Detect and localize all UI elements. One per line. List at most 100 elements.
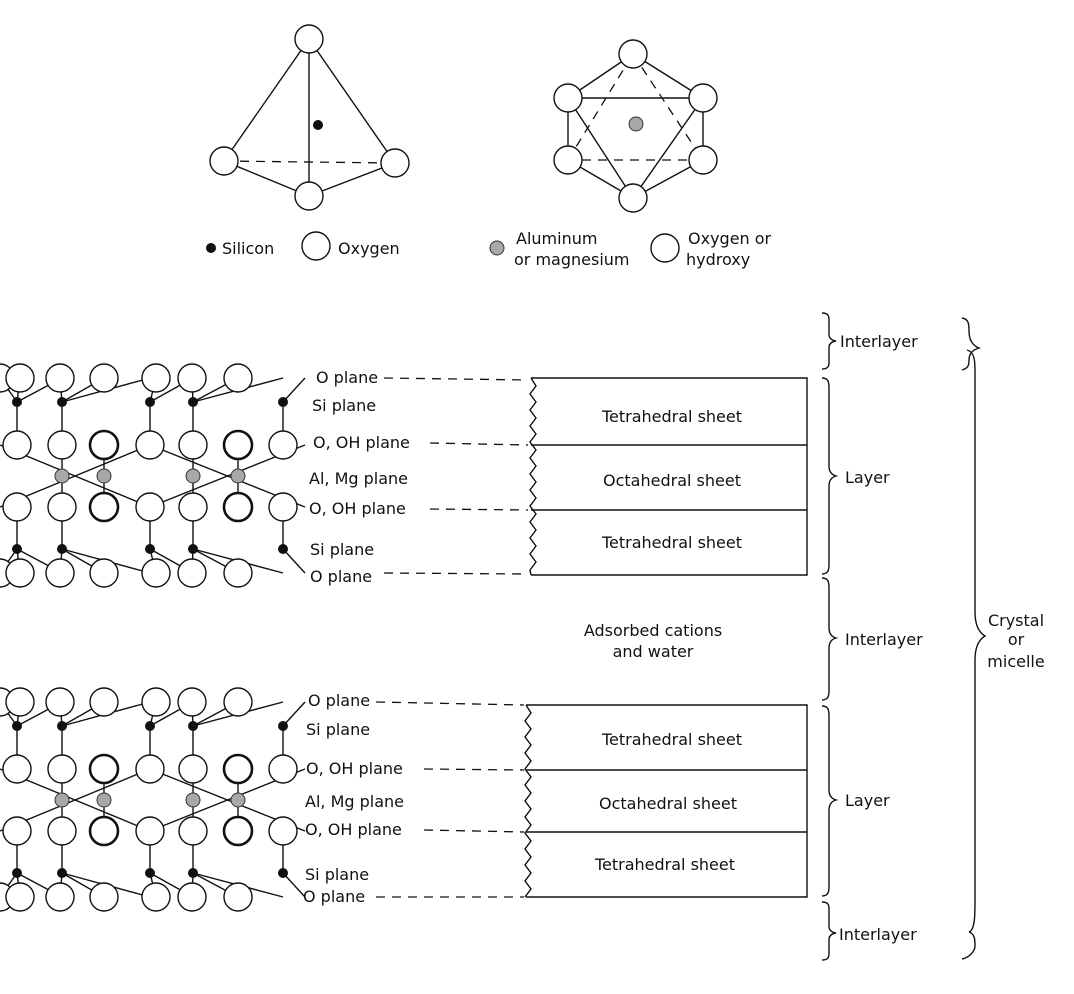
adsorbed-text-line-2: and water — [613, 642, 694, 661]
silicon-atom — [12, 868, 22, 878]
silicon-atom — [57, 721, 67, 731]
plane-label: O plane — [310, 567, 372, 586]
sheet-box-layer-1: Tetrahedral sheet Octahedral sheet Tetra… — [529, 377, 808, 576]
oxygen-atom — [177, 687, 207, 717]
interlayer-label-middle: Interlayer — [845, 630, 923, 649]
sheet-label: Tetrahedral sheet — [601, 407, 742, 426]
plane-label: Si plane — [306, 720, 370, 739]
sheet-label: Octahedral sheet — [599, 794, 737, 813]
plane-labels-layer-2: O plane Si plane O, OH plane Al, Mg plan… — [303, 691, 525, 906]
tetrahedron-diagram — [209, 24, 410, 211]
oxygen-atom — [141, 687, 171, 717]
octa-oxygen-atom — [553, 83, 583, 113]
tetra-silicon-atom — [313, 120, 323, 130]
oxygen-hydroxy-atom — [135, 430, 165, 460]
oxygen-hydroxy-legend-icon — [650, 233, 680, 263]
sheet-box-layer-2: Tetrahedral sheet Octahedral sheet Tetra… — [524, 704, 808, 898]
silicon-atom — [278, 868, 288, 878]
silicon-atom — [145, 868, 155, 878]
oxygen-hydroxy-atom — [135, 492, 165, 522]
aluminum-atom — [96, 468, 112, 484]
plane-label: O, OH plane — [309, 499, 406, 518]
silicon-atom — [12, 544, 22, 554]
oxygen-atom — [223, 558, 253, 588]
silicon-atom — [188, 544, 198, 554]
aluminum-atom — [230, 792, 246, 808]
plane-labels-layer-1: O plane Si plane O, OH plane Al, Mg plan… — [309, 368, 529, 586]
oxygen-hydroxy-atom — [135, 754, 165, 784]
oxygen-atom — [5, 558, 35, 588]
oxygen-atom — [141, 363, 171, 393]
oxygen-hydroxy-atom — [268, 816, 298, 846]
plane-label: O plane — [308, 691, 370, 710]
oxygen-hydroxy-atom — [268, 492, 298, 522]
aluminum-atom — [54, 792, 70, 808]
silicon-legend-label: Silicon — [222, 239, 274, 258]
oxygen-atom — [45, 687, 75, 717]
oxygen-hydroxy-atom — [222, 429, 254, 461]
plane-label: O, OH plane — [306, 759, 403, 778]
oxygen-hydroxy-atom — [88, 815, 120, 847]
oxygen-hydroxy-atom — [222, 491, 254, 523]
interlayer-label-bottom: Interlayer — [839, 925, 917, 944]
sheet-label: Tetrahedral sheet — [601, 730, 742, 749]
silicon-atom — [188, 397, 198, 407]
oxygen-atom — [45, 558, 75, 588]
octa-aluminum-atom — [628, 116, 644, 132]
silicon-atom — [145, 544, 155, 554]
oxygen-atom — [223, 687, 253, 717]
layer-label-2: Layer — [845, 791, 890, 810]
tetra-oxygen-atom — [294, 24, 324, 54]
oxygen-atom — [5, 882, 35, 912]
oxygen-hydroxy-legend-label-2: hydroxy — [686, 250, 750, 269]
oxygen-hydroxy-atom — [2, 492, 32, 522]
oxygen-hydroxy-atom — [88, 491, 120, 523]
oxygen-legend-label: Oxygen — [338, 239, 400, 258]
plane-label: O plane — [316, 368, 378, 387]
plane-label: Si plane — [305, 865, 369, 884]
silicon-atom — [278, 721, 288, 731]
silicon-atom — [12, 721, 22, 731]
oxygen-hydroxy-atom — [178, 430, 208, 460]
oxygen-atom — [5, 687, 35, 717]
layer-label-1: Layer — [845, 468, 890, 487]
oxygen-hydroxy-atom — [2, 816, 32, 846]
oxygen-hydroxy-atom — [268, 754, 298, 784]
silicon-atom — [57, 868, 67, 878]
crystal-label-line-1: Crystal — [988, 611, 1044, 630]
oxygen-hydroxy-atom — [178, 492, 208, 522]
atom-lattice-layer-1 — [0, 363, 306, 588]
oxygen-atom — [177, 558, 207, 588]
oxygen-atom — [5, 363, 35, 393]
silicon-atom — [145, 721, 155, 731]
aluminum-atom — [54, 468, 70, 484]
plane-label: Si plane — [310, 540, 374, 559]
octa-oxygen-atom — [553, 145, 583, 175]
plane-label: O, OH plane — [313, 433, 410, 452]
adsorbed-text-line-1: Adsorbed cations — [584, 621, 722, 640]
aluminum-legend-label-2: or magnesium — [514, 250, 630, 269]
atom-lattice-layer-2 — [0, 687, 306, 912]
oxygen-atom — [89, 687, 119, 717]
oxygen-atom — [223, 882, 253, 912]
silicon-atom — [12, 397, 22, 407]
oxygen-atom — [45, 882, 75, 912]
oxygen-atom — [141, 882, 171, 912]
aluminum-legend-icon — [489, 240, 505, 256]
oxygen-hydroxy-atom — [222, 753, 254, 785]
aluminum-atom — [96, 792, 112, 808]
silicon-atom — [57, 544, 67, 554]
oxygen-hydroxy-legend-label: Oxygen or — [688, 229, 772, 248]
sheet-label: Tetrahedral sheet — [601, 533, 742, 552]
oxygen-atom — [177, 363, 207, 393]
oxygen-hydroxy-atom — [2, 754, 32, 784]
tetra-oxygen-atom — [294, 181, 324, 211]
oxygen-atom — [45, 363, 75, 393]
oxygen-hydroxy-atom — [47, 430, 77, 460]
tetra-oxygen-atom — [380, 148, 410, 178]
octa-oxygen-atom — [688, 83, 718, 113]
sheet-label: Octahedral sheet — [603, 471, 741, 490]
aluminum-atom — [185, 468, 201, 484]
silicon-atom — [145, 397, 155, 407]
